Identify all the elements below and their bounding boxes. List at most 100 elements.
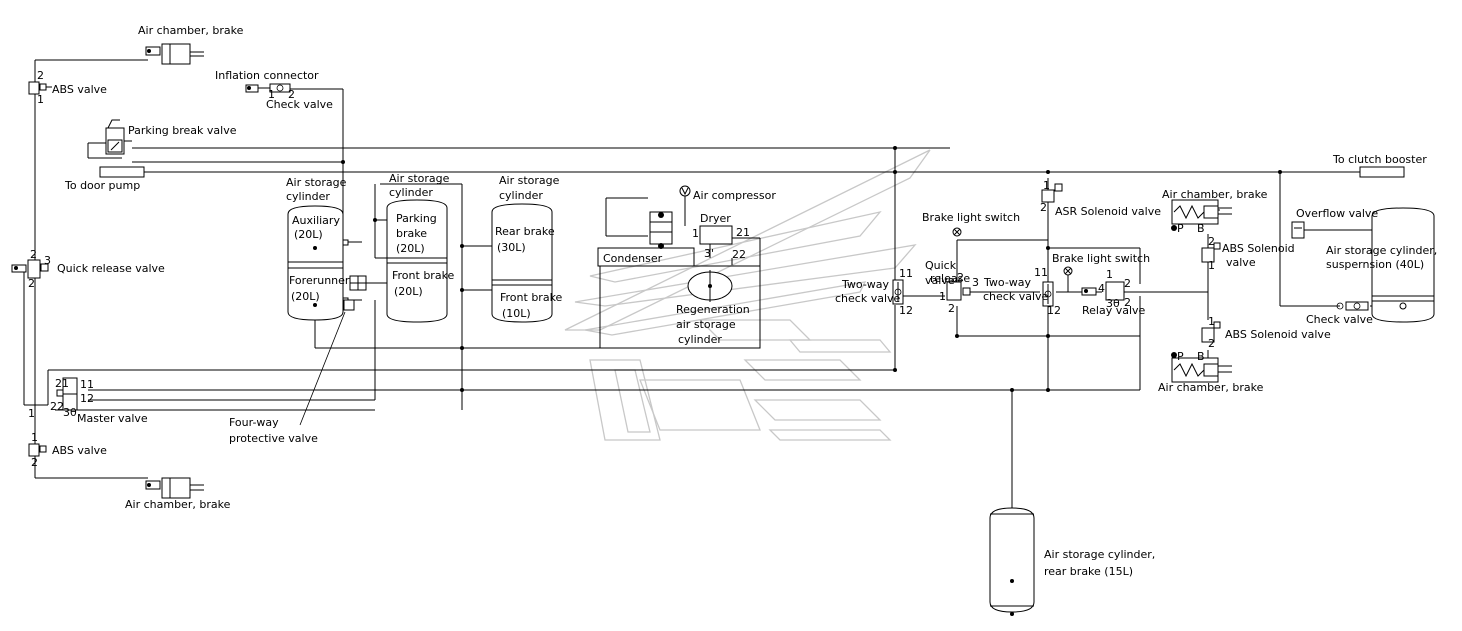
svg-text:2: 2 [1124, 277, 1131, 290]
asr-solenoid-valve [1041, 183, 1063, 203]
svg-text:2: 2 [1124, 296, 1131, 309]
svg-text:21: 21 [736, 226, 750, 239]
quick-release-valve-left [11, 259, 49, 279]
check-valve-suspension [1336, 301, 1369, 311]
svg-text:(10L): (10L) [502, 307, 531, 320]
parking-brake-valve [105, 119, 132, 155]
svg-text:1: 1 [1208, 259, 1215, 272]
svg-text:B: B [1197, 350, 1205, 363]
label-overflow-valve: Overflow valve [1296, 207, 1378, 220]
svg-text:3θ: 3θ [63, 406, 77, 419]
air-storage-cylinder-rear-15l [989, 500, 1035, 616]
abs-solenoid-valve-2 [1201, 321, 1221, 343]
svg-text:Two-way: Two-way [983, 276, 1032, 289]
svg-text:valve: valve [925, 274, 955, 287]
svg-text:22: 22 [732, 248, 746, 261]
svg-text:P: P [1177, 222, 1184, 235]
svg-text:Air storage: Air storage [499, 174, 560, 187]
svg-text:21: 21 [55, 377, 69, 390]
svg-text:ABS Solenoid: ABS Solenoid [1222, 242, 1295, 255]
svg-text:2: 2 [28, 277, 35, 290]
svg-text:1: 1 [1106, 268, 1113, 281]
label-asr-solenoid-valve: ASR Solenoid valve [1055, 205, 1161, 218]
svg-text:1: 1 [37, 93, 44, 106]
label-relay-valve: Relay valve [1082, 304, 1146, 317]
svg-text:Forerunner: Forerunner [289, 274, 350, 287]
label-parking-brake-valve: Parking break valve [128, 124, 237, 137]
junction-dots [33, 146, 1282, 392]
abs-solenoid-valve-1 [1201, 242, 1221, 263]
svg-text:brake: brake [396, 227, 427, 240]
svg-text:11: 11 [80, 378, 94, 391]
label-air-chamber-top: Air chamber, brake [138, 24, 244, 37]
label-air-chamber-right-2: Air chamber, brake [1158, 381, 1264, 394]
air-storage-cylinder-suspension [1371, 207, 1435, 323]
relay-valve [1081, 281, 1125, 301]
svg-text:cylinder: cylinder [286, 190, 330, 203]
master-valve [56, 377, 78, 411]
svg-text:(20L): (20L) [394, 285, 423, 298]
dryer [699, 225, 733, 245]
label-air-chamber-bottom: Air chamber, brake [125, 498, 231, 511]
abs-valve-top [28, 81, 52, 95]
svg-text:(30L): (30L) [497, 241, 526, 254]
regeneration-air-storage-cylinder [599, 265, 761, 349]
label-brake-light-switch-2: Brake light switch [1052, 252, 1150, 265]
svg-text:Two-way: Two-way [841, 278, 890, 291]
svg-text:3': 3' [704, 247, 714, 260]
svg-text:12: 12 [1047, 304, 1061, 317]
svg-text:Front brake: Front brake [392, 269, 455, 282]
svg-text:Auxiliary: Auxiliary [292, 214, 340, 227]
svg-text:11: 11 [899, 267, 913, 280]
label-quick-release-valve: Quick release valve [57, 262, 165, 275]
svg-text:1: 1 [939, 290, 946, 303]
svg-text:Front brake: Front brake [500, 291, 563, 304]
svg-text:air storage: air storage [676, 318, 736, 331]
label-air-compressor: Air compressor [693, 189, 776, 202]
svg-text:1: 1 [1043, 179, 1050, 192]
svg-text:(20L): (20L) [396, 242, 425, 255]
brake-light-switch-2 [1063, 266, 1073, 292]
svg-text:Parking: Parking [396, 212, 437, 225]
svg-text:valve: valve [1226, 256, 1256, 269]
label-check-valve-suspension: Check valve [1306, 313, 1373, 326]
svg-text:2: 2 [948, 302, 955, 315]
quick-release-valve-right [946, 281, 971, 301]
svg-text:12: 12 [80, 392, 94, 405]
svg-text:2: 2 [30, 248, 37, 261]
air-chamber-top [145, 43, 204, 65]
svg-text:Air storage: Air storage [389, 172, 450, 185]
svg-text:2: 2 [1208, 337, 1215, 350]
air-chamber-right-2 [1171, 352, 1232, 383]
label-clutch-booster: To clutch booster [1332, 153, 1427, 166]
svg-text:Air storage cylinder,: Air storage cylinder, [1044, 548, 1155, 561]
svg-text:Air storage cylinder,: Air storage cylinder, [1326, 244, 1437, 257]
four-way-protective-valve [299, 275, 390, 426]
svg-text:1: 1 [28, 407, 35, 420]
label-check-valve-top: Check valve [266, 98, 333, 111]
svg-text:(20L): (20L) [291, 290, 320, 303]
svg-text:Four-way: Four-way [229, 416, 279, 429]
svg-text:2: 2 [1040, 201, 1047, 214]
label-master-valve: Master valve [77, 412, 148, 425]
svg-text:3: 3 [972, 276, 979, 289]
svg-text:protective valve: protective valve [229, 432, 318, 445]
two-way-check-valve-1 [892, 279, 904, 305]
abs-valve-bottom [28, 443, 47, 457]
svg-text:cylinder: cylinder [389, 186, 433, 199]
label-door-pump: To door pump [64, 179, 140, 192]
label-abs-valve-top: ABS valve [52, 83, 107, 96]
svg-text:2: 2 [31, 456, 38, 469]
svg-text:3: 3 [44, 254, 51, 267]
air-storage-cylinder-3 [491, 203, 553, 323]
svg-text:suspernsion (40L): suspernsion (40L) [1326, 258, 1424, 271]
label-abs-valve-bottom: ABS valve [52, 444, 107, 457]
air-compressor [649, 185, 691, 249]
svg-text:release: release [930, 272, 970, 285]
svg-text:cylinder: cylinder [678, 333, 722, 346]
svg-text:2: 2 [288, 88, 295, 101]
svg-text:11: 11 [1034, 266, 1048, 279]
svg-text:Rear brake: Rear brake [495, 225, 555, 238]
svg-text:Quick: Quick [925, 259, 957, 272]
